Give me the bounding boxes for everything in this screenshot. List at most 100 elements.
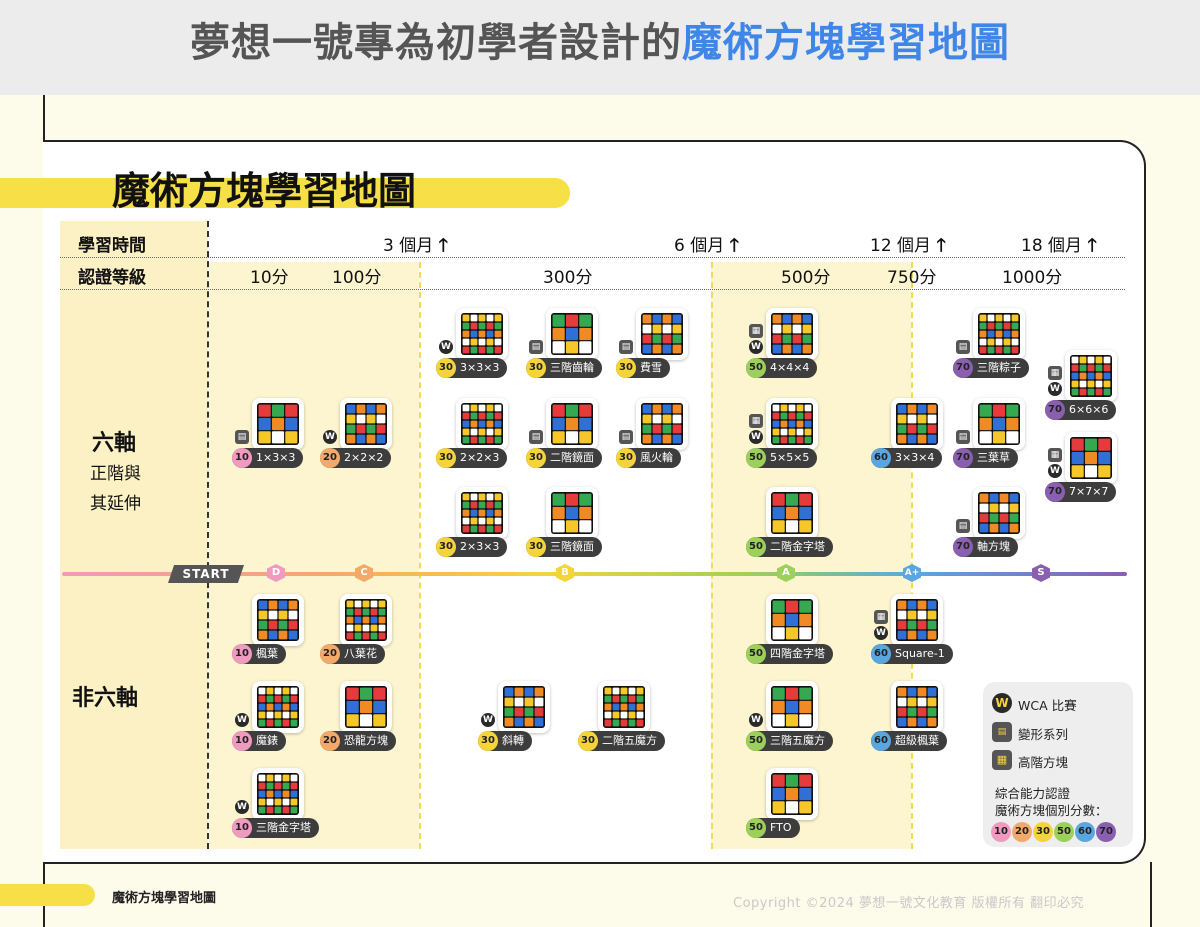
footer-highlight — [0, 884, 95, 906]
cube-image — [636, 308, 688, 360]
cube-image — [1065, 432, 1117, 484]
wca-icon: W — [1048, 464, 1062, 478]
score-badge: 20 — [320, 448, 340, 468]
cube-image — [252, 398, 304, 450]
variant-icon: ▤ — [992, 722, 1012, 742]
score-badge: 20 — [320, 644, 340, 664]
cube-name: 1×3×3 — [256, 451, 296, 464]
score-badge: 60 — [871, 644, 891, 664]
cube-image — [766, 487, 818, 539]
cube-label: 70 7×7×7 — [1045, 482, 1117, 502]
score-dot: 10 — [991, 822, 1011, 842]
cube-name: 三階金字塔 — [256, 821, 311, 834]
title-highlight — [0, 178, 570, 208]
cube-image — [340, 398, 392, 450]
cube-image — [340, 594, 392, 646]
score-badge: 50 — [746, 448, 766, 468]
legend-note: 魔術方塊個別分數： — [995, 803, 1108, 818]
level-mark: 750分 — [887, 268, 937, 288]
score-dot: 50 — [1054, 822, 1074, 842]
frame-line — [1150, 862, 1152, 927]
divider — [419, 262, 421, 849]
score-badge: 30 — [616, 448, 636, 468]
row-divider — [60, 257, 1125, 258]
score-badge: 50 — [746, 358, 766, 378]
legend-wca: WCA 比賽 — [1018, 698, 1077, 713]
cube-image — [891, 398, 943, 450]
cube-image — [546, 308, 598, 360]
cube-name: 6×6×6 — [1069, 403, 1109, 416]
score-dot: 30 — [1033, 822, 1053, 842]
copyright: Copyright ©2024 夢想一號文化教育 版權所有 翻印必究 — [733, 896, 1085, 911]
wca-icon: W — [481, 713, 495, 727]
level-band — [209, 262, 419, 849]
cube-image — [766, 308, 818, 360]
level-mark: 1000分 — [1002, 268, 1063, 288]
cube-image — [636, 398, 688, 450]
grade-marker-s: S — [1032, 564, 1050, 582]
cube-name: 三階粽子 — [977, 361, 1021, 374]
wca-icon: W — [439, 340, 453, 354]
cube-name: 3×3×3 — [460, 361, 500, 374]
cube-name: 7×7×7 — [1069, 485, 1109, 498]
variant-icon: ▤ — [619, 340, 633, 354]
score-badge: 70 — [953, 537, 973, 557]
cube-label: 30 2×2×3 — [436, 448, 508, 468]
cube-name: 三階五魔方 — [770, 734, 825, 747]
score-badge: 70 — [1045, 482, 1065, 502]
cube-image — [766, 594, 818, 646]
variant-icon: ▤ — [956, 519, 970, 533]
variant-icon: ▤ — [619, 430, 633, 444]
time-mark: 6 個月 🡑 — [674, 235, 740, 256]
cube-image — [456, 308, 508, 360]
cube-name: Square-1 — [895, 647, 945, 660]
score-badge: 50 — [746, 818, 766, 838]
score-badge: 30 — [436, 448, 456, 468]
cube-name: 三階齒輪 — [550, 361, 594, 374]
divider — [711, 262, 713, 849]
high-order-icon: ▦ — [874, 610, 888, 624]
category-six-axis-sub: 其延伸 — [90, 494, 141, 514]
cube-image — [973, 487, 1025, 539]
frame-line — [43, 95, 45, 145]
score-badge: 50 — [746, 731, 766, 751]
cube-name: 二階金字塔 — [770, 540, 825, 553]
legend-high-order: 高階方塊 — [1018, 755, 1069, 770]
variant-icon: ▤ — [956, 430, 970, 444]
cube-name: 費雪 — [640, 361, 662, 374]
cube-name: 三階鏡面 — [550, 540, 594, 553]
high-order-icon: ▦ — [1048, 366, 1062, 380]
variant-icon: ▤ — [529, 430, 543, 444]
cube-name: 2×2×3 — [460, 451, 500, 464]
score-badge: 70 — [953, 358, 973, 378]
cube-name: 5×5×5 — [770, 451, 810, 464]
cube-name: 魔錶 — [256, 734, 278, 747]
top-banner — [0, 0, 1200, 95]
category-six-axis-sub: 正階與 — [90, 464, 141, 484]
cube-image — [340, 681, 392, 733]
wca-icon: W — [1048, 382, 1062, 396]
cube-name: 三葉草 — [977, 451, 1010, 464]
score-badge: 60 — [871, 731, 891, 751]
cube-name: 楓葉 — [256, 647, 278, 660]
time-mark: 3 個月 🡑 — [383, 235, 449, 256]
column-separator — [207, 221, 209, 849]
wca-icon: W — [235, 713, 249, 727]
legend-variant: 變形系列 — [1018, 727, 1069, 742]
cube-image — [891, 681, 943, 733]
